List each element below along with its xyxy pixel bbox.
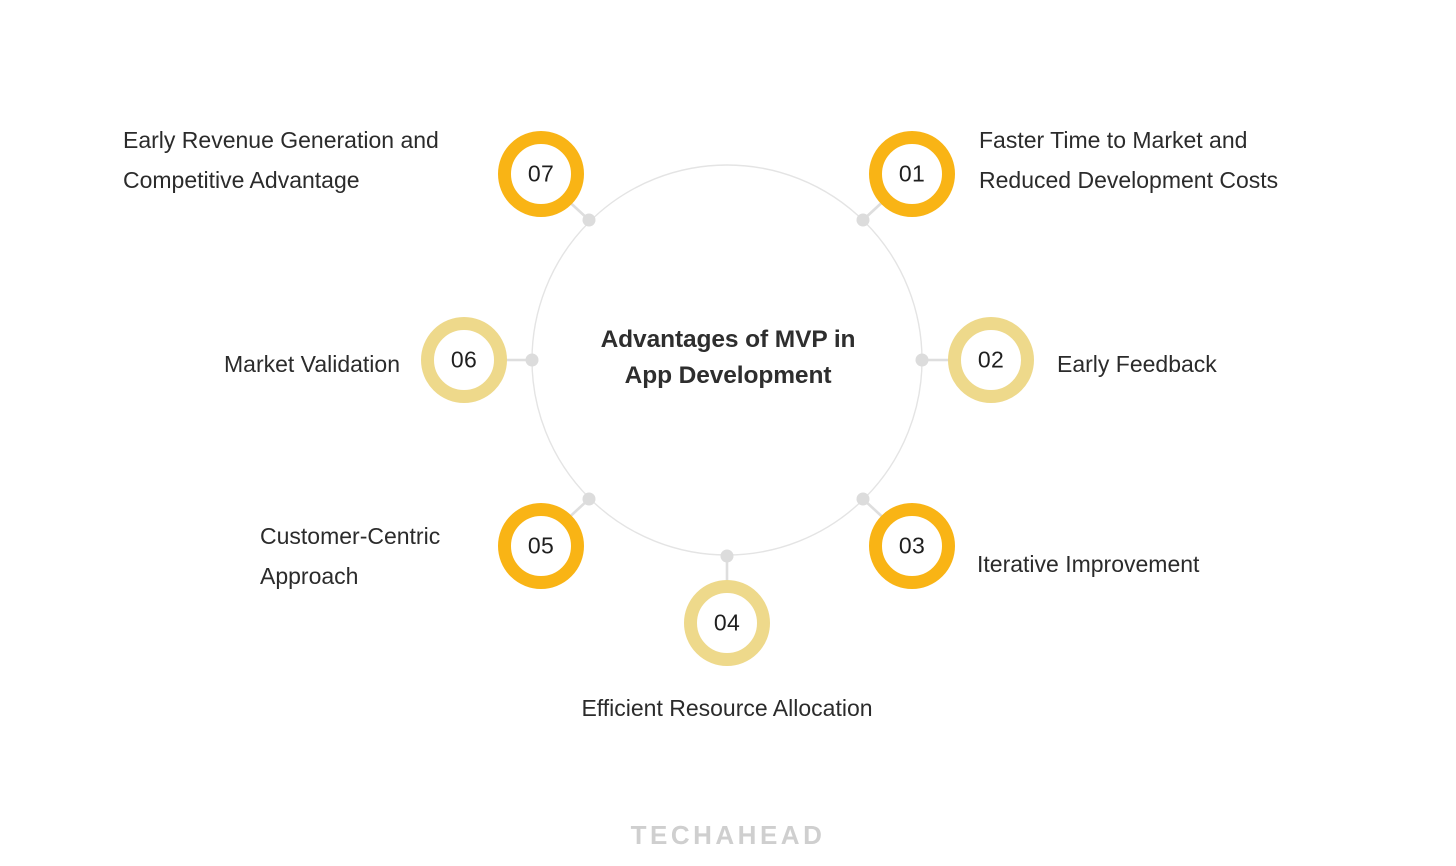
connector-dot-02 bbox=[915, 353, 929, 367]
item-label-02: Early Feedback bbox=[1057, 351, 1217, 377]
badge-05[interactable]: 05 bbox=[498, 503, 584, 589]
watermark-techahead: TECHAHEAD bbox=[630, 820, 826, 850]
badge-02-number: 02 bbox=[977, 346, 1005, 372]
badge-04[interactable]: 04 bbox=[684, 580, 770, 666]
connector-dot-05 bbox=[582, 492, 596, 506]
badge-03-number: 03 bbox=[898, 532, 926, 558]
badge-01-number: 01 bbox=[898, 160, 926, 186]
center-title-line-2: App Development bbox=[624, 361, 832, 389]
connector-dot-07 bbox=[582, 213, 596, 227]
badge-06-number: 06 bbox=[450, 346, 478, 372]
connector-dot-04 bbox=[720, 549, 734, 563]
badge-07[interactable]: 07 bbox=[498, 131, 584, 217]
connector-dot-01 bbox=[856, 213, 870, 227]
item-label-01: Faster Time to Market and Reduced Develo… bbox=[979, 127, 1279, 193]
item-label-07: Early Revenue Generation and Competitive… bbox=[123, 127, 439, 193]
badge-03[interactable]: 03 bbox=[869, 503, 955, 589]
badge-01[interactable]: 01 bbox=[869, 131, 955, 217]
badge-07-number: 07 bbox=[527, 160, 555, 186]
connector-dot-06 bbox=[525, 353, 539, 367]
item-label-04: Efficient Resource Allocation bbox=[581, 695, 873, 721]
badge-02[interactable]: 02 bbox=[948, 317, 1034, 403]
badge-04-number: 04 bbox=[713, 609, 741, 635]
center-title-line-1: Advantages of MVP in bbox=[600, 326, 856, 353]
item-label-05: Customer-Centric Approach bbox=[260, 523, 441, 589]
item-label-06: Market Validation bbox=[224, 351, 400, 377]
badge-05-number: 05 bbox=[527, 532, 555, 558]
connector-dot-03 bbox=[856, 492, 870, 506]
badge-06[interactable]: 06 bbox=[421, 317, 507, 403]
center-title: Advantages of MVP in App Development bbox=[548, 322, 908, 393]
item-label-03: Iterative Improvement bbox=[977, 551, 1200, 577]
